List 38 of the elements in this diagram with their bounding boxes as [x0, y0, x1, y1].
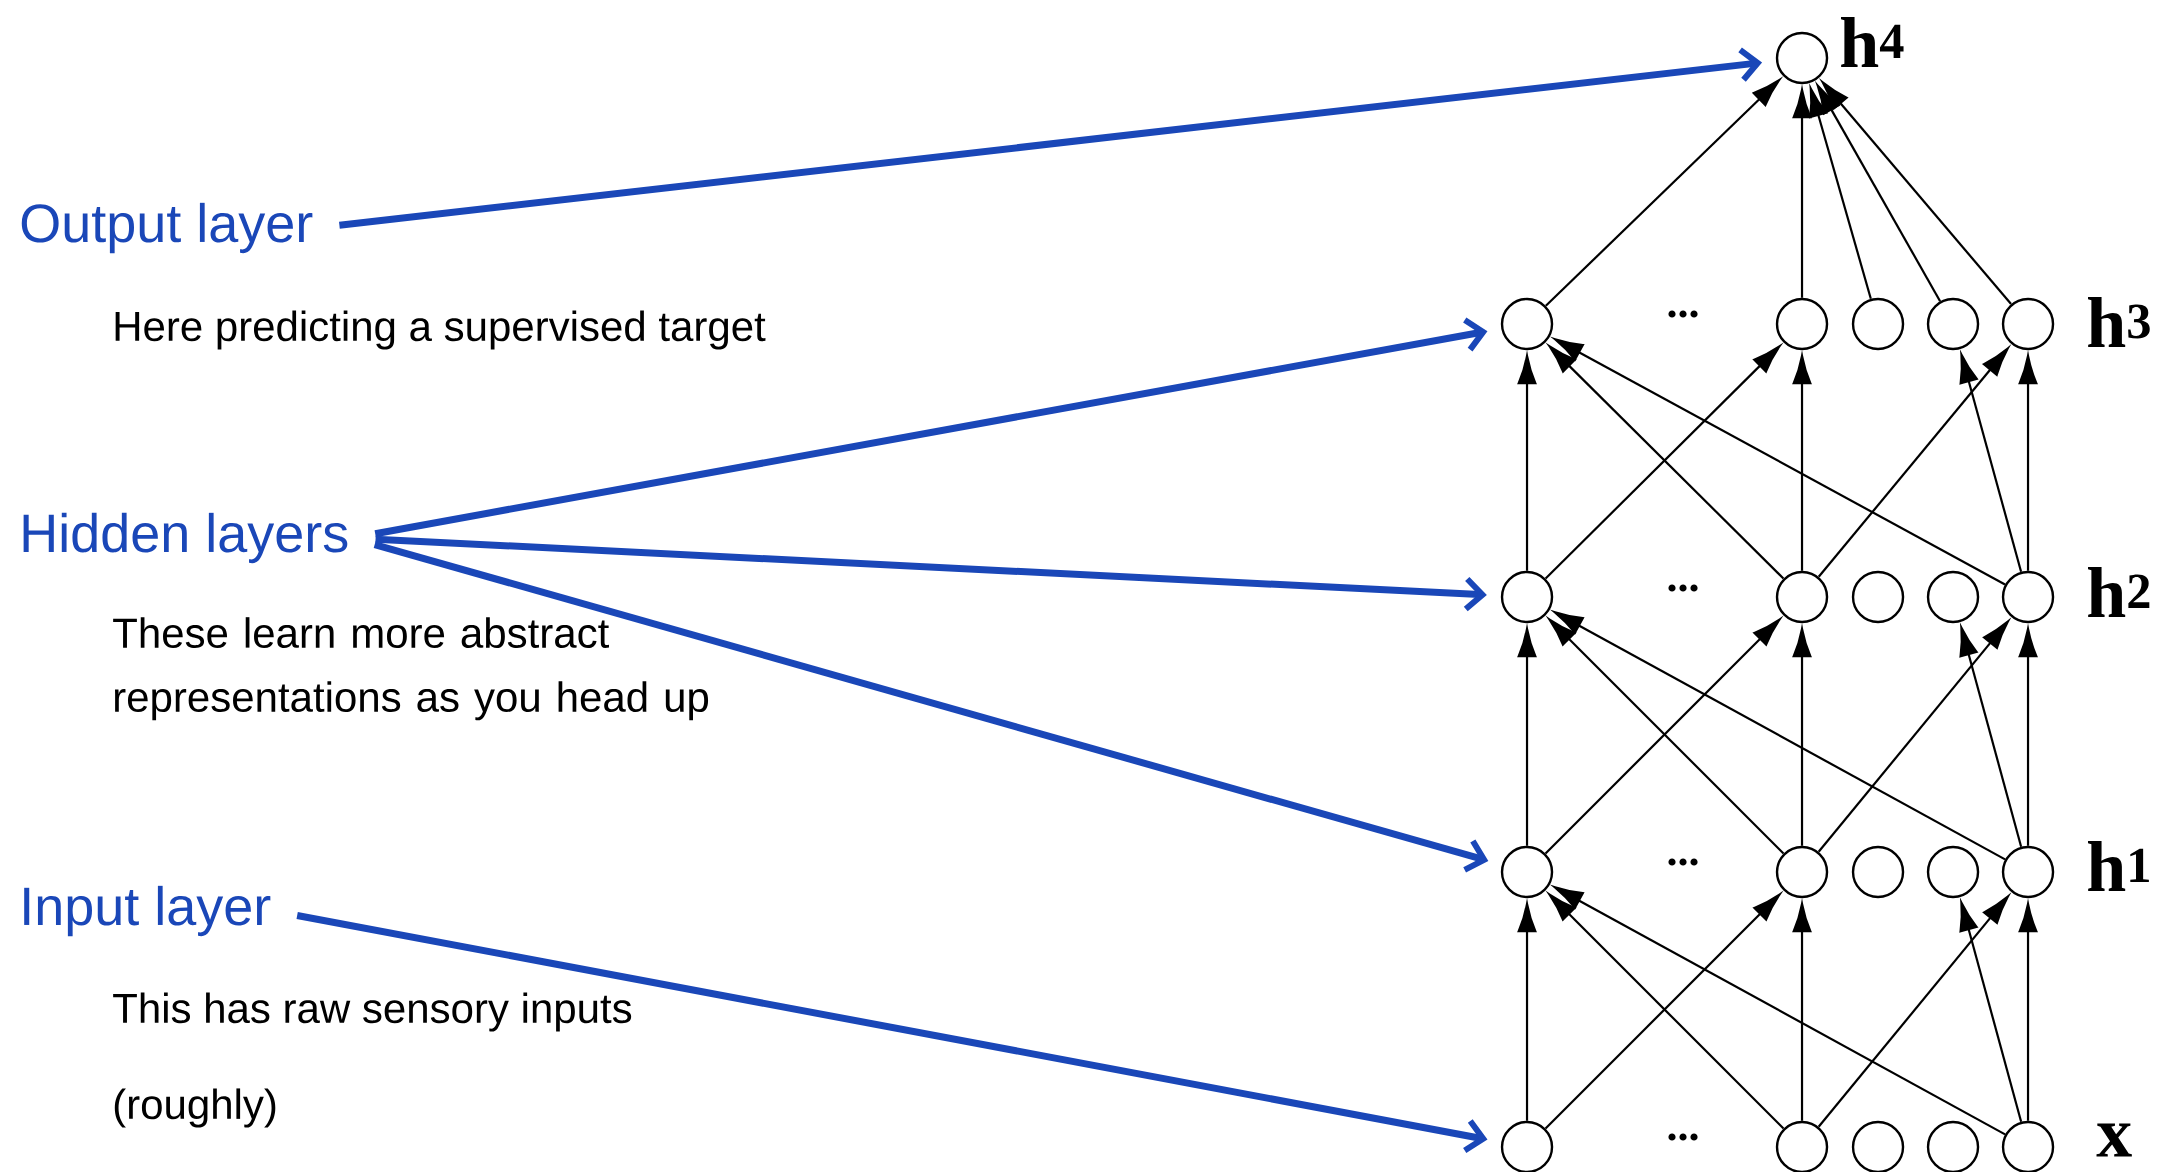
layer-name: h$^{3}$	[2088, 297, 2150, 347]
leader-arrow	[373, 541, 1489, 873]
neuron-circle	[1926, 845, 1980, 899]
leader-arrow	[374, 317, 1488, 538]
arrow	[1553, 338, 2006, 586]
ellipsis: ...	[1668, 1133, 1698, 1141]
neuron-circle	[1851, 297, 1905, 351]
neuron-circle	[1500, 845, 1554, 899]
layer-name: x	[2096, 1123, 2132, 1157]
ellipsis: ...	[1668, 584, 1698, 592]
description-text: This has raw sensory inputs	[113, 992, 632, 1032]
ellipsis: ...	[1668, 310, 1698, 318]
neuron-circle	[2001, 297, 2055, 351]
layer-label: Input layer	[24, 885, 271, 937]
neuron-circle	[1500, 297, 1554, 351]
neuron-circle	[2001, 845, 2055, 899]
neuron-circle	[1775, 297, 1829, 351]
neuron-circle	[1775, 845, 1829, 899]
description-text: Here predicting a supervised target	[115, 310, 766, 350]
layer-name: h$^{4}$	[1841, 17, 1904, 67]
arrow	[1545, 79, 1781, 307]
neuron-circle	[2001, 570, 2055, 624]
leader-arrow	[296, 912, 1488, 1154]
description-text: (roughly)	[114, 1088, 276, 1128]
neuron-circle	[1851, 570, 1905, 624]
layer-label: Output layer	[21, 202, 313, 254]
neuron-circle	[1775, 31, 1829, 85]
layer-name: h$^{2}$	[2088, 567, 2150, 617]
neuron-circle	[1851, 845, 1905, 899]
ellipsis: ...	[1668, 858, 1698, 866]
leader-arrow	[375, 535, 1487, 612]
layer-name: h$^{1}$	[2088, 841, 2149, 891]
description-text: These learn more abstract representations as you head up	[113, 617, 709, 721]
neuron-circle	[1500, 570, 1554, 624]
neuron-circle	[1926, 297, 1980, 351]
neuron-circle	[1926, 570, 1980, 624]
neuron-circle	[1775, 570, 1829, 624]
layer-label: Hidden layers	[23, 512, 348, 564]
